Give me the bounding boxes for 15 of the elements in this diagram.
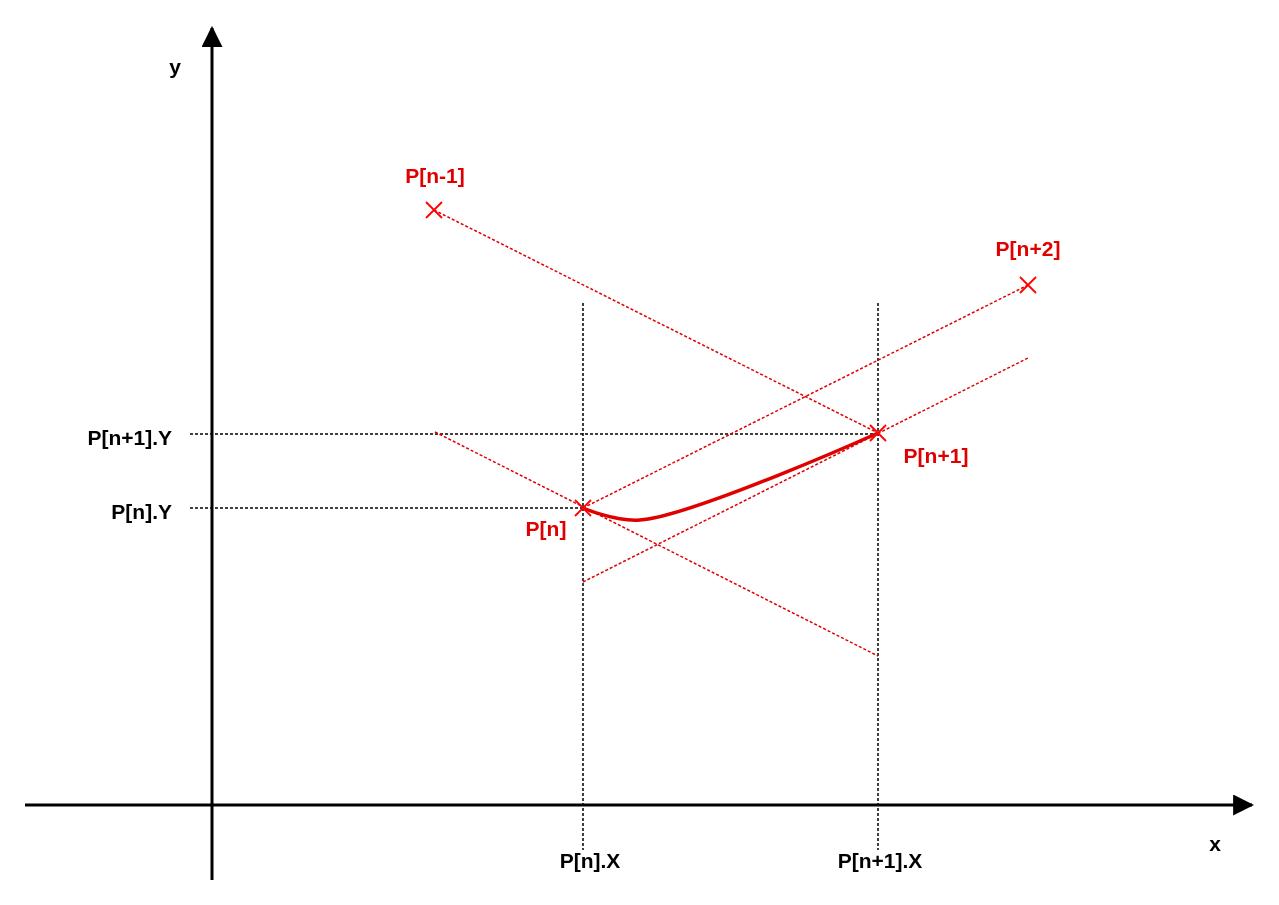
axis-label: x <box>1209 832 1221 854</box>
coordinate-label: P[n].X <box>559 849 621 871</box>
point-label: P[n] <box>525 518 567 539</box>
cross-marker <box>869 424 887 442</box>
point-label: P[n+1] <box>903 445 969 466</box>
coordinate-label: P[n+1].X <box>837 849 923 871</box>
point-label: P[n+2] <box>995 238 1061 259</box>
cross-marker <box>574 499 592 517</box>
cross-marker <box>1019 276 1037 294</box>
coordinate-label: P[n+1].Y <box>87 426 172 448</box>
coordinate-label: P[n].Y <box>111 500 172 522</box>
spline-curve <box>582 431 879 522</box>
cross-marker <box>425 201 443 219</box>
point-label: P[n-1] <box>405 165 465 186</box>
axis-label: y <box>169 55 181 77</box>
